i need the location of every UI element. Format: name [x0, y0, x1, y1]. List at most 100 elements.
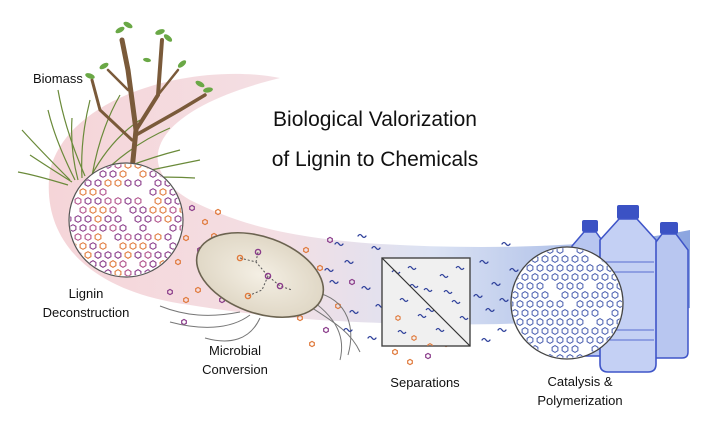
ring-mark [536, 336, 544, 344]
ring-mark [561, 309, 569, 317]
ring-mark [134, 233, 142, 241]
ring-mark [551, 255, 559, 263]
ring-mark [591, 309, 599, 317]
ring-mark [79, 224, 87, 232]
ring-mark [119, 242, 127, 250]
ring-mark [114, 215, 122, 223]
ring-mark [323, 326, 329, 334]
ring-mark [104, 251, 112, 259]
ring-mark [561, 291, 569, 299]
ring-mark [109, 260, 117, 268]
ring-mark [154, 197, 162, 205]
ring-mark [181, 318, 187, 326]
ring-mark [70, 269, 72, 276]
ring-mark [70, 251, 72, 259]
squiggle-mark [497, 327, 507, 333]
ring-mark [566, 282, 574, 290]
ring-mark [159, 188, 167, 196]
ring-mark [84, 197, 92, 205]
ring-mark [164, 233, 172, 241]
ring-mark [134, 215, 142, 223]
ring-mark [516, 282, 524, 290]
ring-mark [616, 282, 622, 290]
ring-mark [551, 273, 559, 281]
ring-mark [427, 342, 433, 346]
squiggle-mark [357, 233, 367, 239]
squiggle-mark [371, 245, 381, 251]
ring-mark [606, 318, 614, 326]
ring-mark [616, 300, 622, 308]
ring-mark [551, 345, 559, 353]
ring-mark [526, 264, 534, 272]
ring-mark [124, 233, 132, 241]
squiggle-mark [324, 267, 334, 273]
squiggle-mark [501, 241, 511, 247]
ring-mark [536, 282, 544, 290]
squiggle-mark [425, 307, 435, 313]
ring-mark [392, 348, 398, 356]
ring-mark [74, 269, 82, 276]
ring-mark [174, 215, 182, 223]
label-separations: Separations [390, 375, 460, 390]
ring-mark [149, 260, 157, 268]
ring-mark [526, 354, 534, 358]
squiggle-mark [409, 283, 419, 289]
squiggle-mark [459, 315, 469, 321]
ring-mark [546, 300, 554, 308]
ring-mark [149, 188, 157, 196]
label-microbial-conversion-line2: Conversion [202, 361, 268, 377]
ring-mark [411, 334, 417, 342]
ring-mark [556, 318, 564, 326]
squiggle-mark [455, 265, 465, 271]
ring-mark [215, 208, 221, 216]
ring-mark [89, 188, 97, 196]
ring-mark [571, 273, 579, 281]
ring-mark [94, 233, 102, 241]
ring-mark [99, 242, 107, 250]
ring-mark [164, 197, 172, 205]
ring-mark [139, 224, 147, 232]
ring-mark [556, 336, 564, 344]
ring-mark [596, 318, 604, 326]
ring-mark [144, 215, 152, 223]
ring-mark [581, 273, 589, 281]
ring-mark [521, 273, 529, 281]
ring-mark [512, 345, 519, 353]
squiggle-mark [499, 297, 509, 303]
ring-mark [596, 300, 604, 308]
ring-mark [109, 206, 117, 214]
ring-mark [601, 273, 609, 281]
ring-mark [84, 215, 92, 223]
ring-mark [104, 269, 112, 276]
ring-mark [576, 318, 584, 326]
label-catalysis-line1: Catalysis & [547, 374, 613, 389]
ring-mark [124, 179, 132, 187]
squiggle-mark [509, 267, 519, 273]
label-lignin-deconstruction-line1: Lignin [68, 286, 104, 301]
ring-mark [89, 206, 97, 214]
ring-mark [124, 251, 132, 259]
ring-mark [516, 336, 524, 344]
ring-mark [516, 354, 524, 358]
label-catalysis-line2: Polymerization [537, 392, 623, 408]
ring-mark [134, 164, 142, 169]
ring-mark [576, 336, 584, 344]
ring-mark [309, 340, 315, 348]
ring-mark [556, 282, 564, 290]
ring-mark [119, 224, 127, 232]
ring-mark [183, 296, 189, 304]
squiggle-mark [443, 289, 453, 295]
ring-mark [516, 318, 524, 326]
ring-mark [139, 242, 147, 250]
squiggle-mark [329, 279, 339, 285]
ring-mark [576, 264, 584, 272]
squiggle-mark [361, 285, 371, 291]
ring-mark [556, 354, 564, 358]
ring-mark [139, 260, 147, 268]
ring-mark [99, 224, 107, 232]
ring-mark [521, 309, 529, 317]
ring-mark [541, 309, 549, 317]
ring-mark [566, 264, 574, 272]
squiggle-mark [479, 259, 489, 265]
